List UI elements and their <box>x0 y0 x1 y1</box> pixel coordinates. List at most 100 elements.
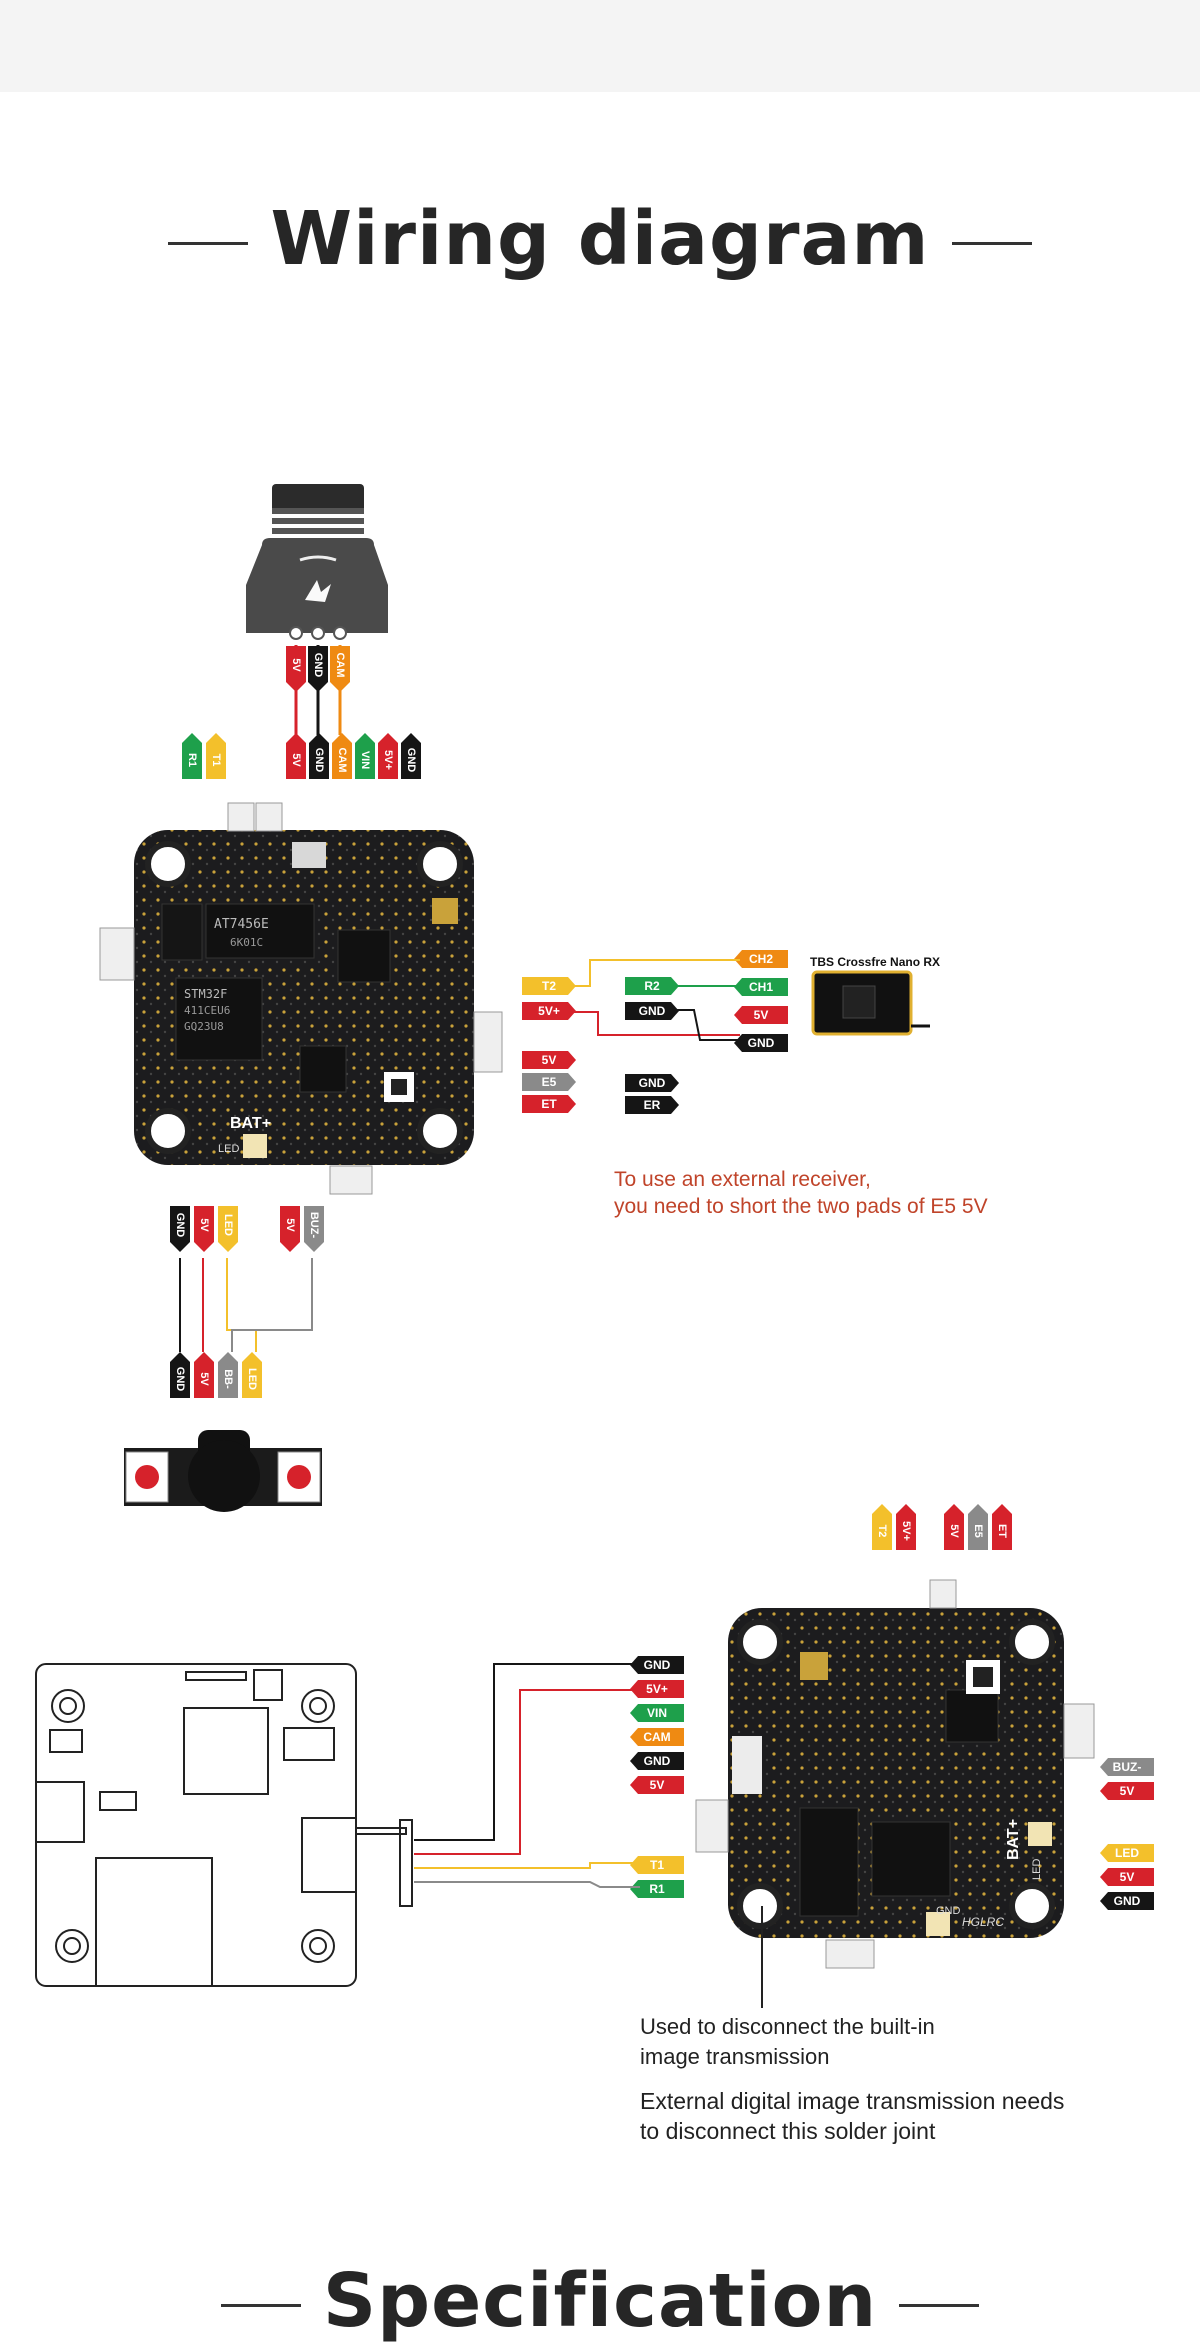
receiver-title: TBS Crossfre Nano RX <box>810 955 940 969</box>
fc2-right-tag-1-text: 5V <box>1120 1784 1135 1798</box>
fc-uart-tag-0: R1 <box>182 733 202 779</box>
mcu-model: 411CEU6 <box>184 1004 230 1017</box>
fc2-right-tag-1: 5V <box>1100 1782 1154 1800</box>
rx-side-tag-1-text: CH1 <box>749 980 773 994</box>
fc2-right-tag-3-text: 5V <box>1120 1870 1135 1884</box>
fc-uart-tag-1: T1 <box>206 733 226 779</box>
external-note-line-2: to disconnect this solder joint <box>640 2118 936 2144</box>
wiring-title-text: Wiring diagram <box>270 196 930 282</box>
title-dash-right <box>899 2303 980 2307</box>
external-note-line-1: External digital image transmission need… <box>640 2088 1065 2114</box>
fc-rx-tag-1: 5V+ <box>522 1002 576 1020</box>
buzzer-bottom-tag-2-text: BB- <box>222 1369 234 1389</box>
buzzer-top-tag-0: GND <box>170 1206 190 1252</box>
buzzer-top-tag-2: LED <box>218 1206 238 1252</box>
flight-controller-top: AT7456E 6K01C STM32F 411CEU6 GQ23U8 BAT+… <box>99 802 503 1195</box>
fc2-top-tag-3: E5 <box>968 1504 988 1550</box>
fc2-right-tag-3: 5V <box>1100 1868 1154 1886</box>
spec-title-text: Specification <box>322 2258 878 2344</box>
vtx-tag-5-text: 5V <box>650 1778 665 1792</box>
vtx-tag-2-text: VIN <box>647 1706 667 1720</box>
buzzer-bottom-tag-0-text: GND <box>174 1367 186 1392</box>
fc2-top-tag-2: 5V <box>944 1504 964 1550</box>
fc-cam-tag-1: GND <box>309 733 329 779</box>
camera-tag-0-text: 5V <box>290 658 302 672</box>
tbs-nano-receiver: TBS Crossfre Nano RX <box>810 955 940 1036</box>
vtx-tag-4-text: GND <box>644 1754 671 1768</box>
pad-left-tag-1-text: E5 <box>542 1075 557 1089</box>
rx-side-tag-1: CH1 <box>734 978 788 996</box>
wiring-diagram-title: Wiring diagram <box>0 196 1200 282</box>
disconnect-note-line-1: Used to disconnect the built-in <box>640 2014 935 2039</box>
buzzer-top2-tag-0-text: 5V <box>284 1218 296 1232</box>
pad-left-tag-1: E5 <box>522 1073 576 1091</box>
led-label: LED <box>218 1143 239 1155</box>
pad-right-tag-1: ER <box>625 1096 679 1114</box>
pad-left-tag-0-text: 5V <box>542 1053 557 1067</box>
vtx-uart-tag-1: R1 <box>630 1880 684 1898</box>
receiver-note-line-1: To use an external receiver, <box>614 1168 871 1191</box>
bat-plus-label: BAT+ <box>230 1115 271 1132</box>
vtx-tag-0: GND <box>630 1656 684 1674</box>
vtx-tag-5: 5V <box>630 1776 684 1794</box>
buzzer-top-tag-1-text: 5V <box>198 1218 210 1232</box>
rx-side-tag-3-text: GND <box>748 1036 775 1050</box>
flight-controller-bottom: BAT+ LED GND HGLRC <box>695 1579 1095 1969</box>
mcu-code: GQ23U8 <box>184 1020 224 1033</box>
horizontal-tags: T25V+R2GNDCH2CH15VGND5VE5ETGNDERGND5V+VI… <box>522 950 1154 1910</box>
pad-left-tag-0: 5V <box>522 1051 576 1069</box>
title-dash-left <box>168 241 249 245</box>
fc-cam-tag-2-text: CAM <box>336 747 348 772</box>
buzzer-top-tag-1: 5V <box>194 1206 214 1252</box>
buzzer-bottom-tag-2: BB- <box>218 1352 238 1398</box>
buzzer-bottom-tag-0: GND <box>170 1352 190 1398</box>
osd-chip-label: AT7456E <box>214 917 269 932</box>
pad-right-tag-0-text: GND <box>639 1076 666 1090</box>
camera-tag-1: GND <box>308 646 328 692</box>
buzzer-bottom-tag-3: LED <box>242 1352 262 1398</box>
bat-plus-label-bottom: BAT+ <box>1005 1819 1022 1860</box>
rx-side-tag-3: GND <box>734 1034 788 1052</box>
fc-cam-tag-1-text: GND <box>313 748 325 773</box>
title-dash-left <box>220 2303 301 2307</box>
fc-cam-tag-4-text: 5V+ <box>382 750 394 770</box>
camera-tag-1-text: GND <box>312 653 324 678</box>
buzzer-top-tag-2-text: LED <box>222 1214 234 1236</box>
external-transmission-note: External digital image transmission need… <box>640 2086 1064 2146</box>
receiver-note-line-2: you need to short the two pads of E5 5V <box>614 1195 988 1218</box>
fc-cam-tag-0: 5V <box>286 733 306 779</box>
disconnect-note: Used to disconnect the built-in image tr… <box>640 2012 935 2072</box>
vtx-tag-0-text: GND <box>644 1658 671 1672</box>
fc-uart-tag-0-text: R1 <box>186 753 198 767</box>
fc-cam-tag-2: CAM <box>332 733 352 779</box>
top-band <box>0 0 1200 92</box>
fc2-top-tag-4-text: ET <box>996 1524 1008 1538</box>
vtx-uart-tag-0: T1 <box>630 1856 684 1874</box>
buzzer-top2-tag-1-text: BUZ- <box>308 1212 320 1239</box>
rx-side-tag-2: 5V <box>734 1006 788 1024</box>
rx-mid-tag-1-text: GND <box>639 1004 666 1018</box>
camera-tag-2: CAM <box>330 646 350 692</box>
mcu-label: STM32F <box>184 987 227 1001</box>
fc-cam-tag-3: VIN <box>355 733 375 779</box>
fc2-right-tag-0: BUZ- <box>1100 1758 1154 1776</box>
buzzer-top2-tag-1: BUZ- <box>304 1206 324 1252</box>
buzzer-module <box>124 1430 322 1512</box>
fc-cam-tag-5-text: GND <box>405 748 417 773</box>
buzzer-bottom-tag-1-text: 5V <box>198 1372 210 1386</box>
vtx-tag-3: CAM <box>630 1728 684 1746</box>
fc-cam-tag-5: GND <box>401 733 421 779</box>
buzzer-bottom-tag-1: 5V <box>194 1352 214 1398</box>
fc2-top-tag-3-text: E5 <box>972 1524 984 1537</box>
brand-label: HGLRC <box>962 1915 1004 1929</box>
fc2-right-tag-4: GND <box>1100 1892 1154 1910</box>
rx-side-tag-2-text: 5V <box>754 1008 769 1022</box>
vtx-uart-tag-0-text: T1 <box>650 1858 664 1872</box>
fc-rx-tag-0: T2 <box>522 977 576 995</box>
fc2-right-tag-0-text: BUZ- <box>1113 1760 1142 1774</box>
vtx-tag-2: VIN <box>630 1704 684 1722</box>
osd-chip-code: 6K01C <box>230 936 263 949</box>
camera-tag-2-text: CAM <box>334 652 346 677</box>
fc-cam-tag-0-text: 5V <box>290 753 302 767</box>
